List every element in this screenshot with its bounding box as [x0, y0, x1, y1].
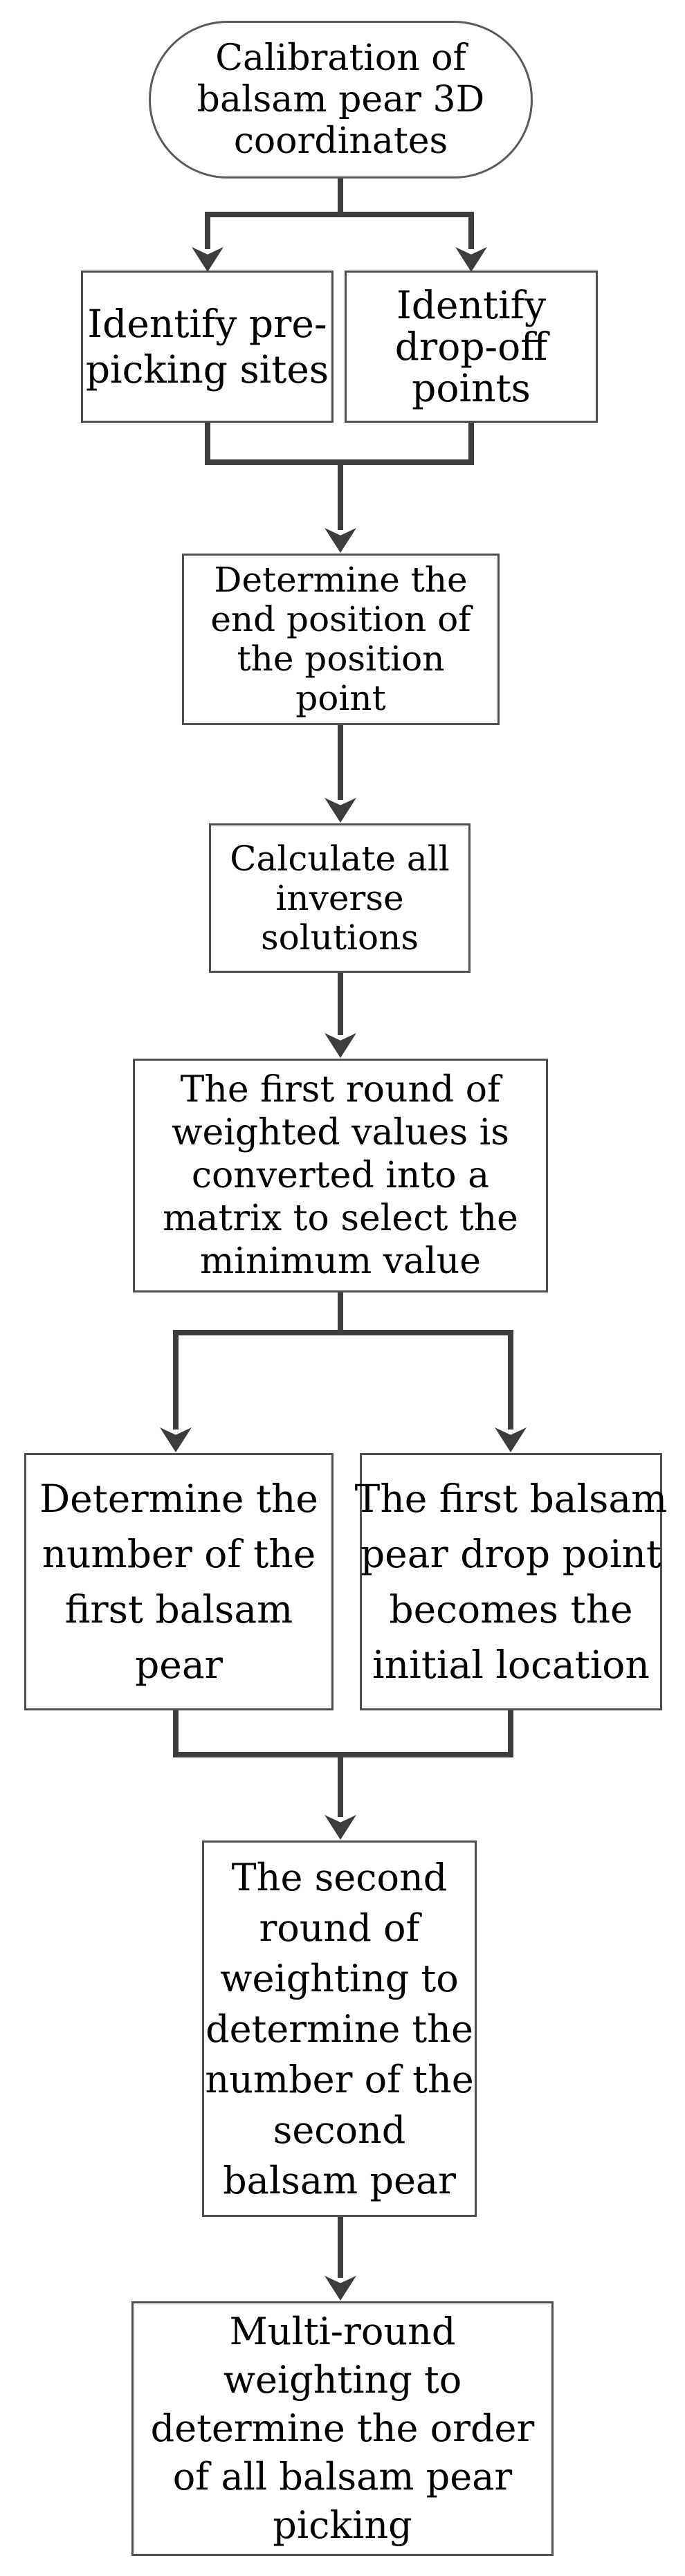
- node-first-round-weighting: The first round of weighted values is co…: [133, 1059, 548, 1292]
- node-multi-round-weighting: Multi-round weighting to determine the o…: [131, 2301, 554, 2556]
- edge-split2-left-shaft: [173, 1335, 179, 1429]
- edge-split1-right-shaft: [468, 217, 474, 249]
- arrowhead-to-dropoff: [455, 247, 487, 272]
- node-identify-prepicking-sites: Identify pre- picking sites: [81, 271, 334, 423]
- edge-split2-center-stub: [338, 1292, 343, 1330]
- edge-inverse-to-firstround: [338, 973, 343, 1035]
- node-first-drop-initial-location: The first balsam pear drop point becomes…: [355, 1453, 667, 1710]
- edge-merge2-center-shaft: [338, 1757, 343, 1817]
- arrowhead-to-first-round: [325, 1033, 356, 1058]
- edge-merge1-right-shaft: [468, 423, 474, 459]
- node-end-position: Determine the end position of the positi…: [182, 554, 500, 725]
- node-calibration-3d-coordinates: Calibration of balsam pear 3D coordinate…: [149, 21, 533, 179]
- edge-split1-horizontal: [205, 212, 474, 217]
- arrowhead-to-second-round: [325, 1815, 356, 1840]
- edge-split1-left-shaft: [205, 217, 210, 249]
- edge-split2-right-shaft: [508, 1335, 513, 1429]
- edge-merge1-center-shaft: [338, 465, 343, 530]
- node-second-round-weighting: The second round of weighting to determi…: [202, 1840, 477, 2217]
- edge-split2-horizontal: [173, 1330, 513, 1335]
- node-identify-dropoff-points: Identify drop-off points: [345, 271, 598, 423]
- edge-calibration-stub: [338, 179, 343, 212]
- arrowhead-to-first-pear-number: [160, 1427, 192, 1452]
- node-first-pear-number: Determine the number of the first balsam…: [24, 1453, 334, 1710]
- arrowhead-to-prepicking: [192, 247, 223, 272]
- edge-endposition-to-inverse: [338, 725, 343, 800]
- edge-merge2-left-shaft: [173, 1710, 179, 1752]
- edge-merge1-horizontal: [205, 459, 474, 465]
- arrowhead-to-multi-round: [325, 2276, 356, 2301]
- arrowhead-to-end-position: [325, 528, 356, 553]
- node-inverse-solutions: Calculate all inverse solutions: [209, 823, 471, 973]
- edge-merge2-horizontal: [173, 1752, 513, 1757]
- edge-secondround-to-multiround: [338, 2217, 343, 2278]
- edge-merge2-right-shaft: [508, 1710, 513, 1752]
- arrowhead-to-first-drop: [495, 1427, 527, 1452]
- arrowhead-to-inverse-solutions: [325, 798, 356, 823]
- edge-merge1-left-shaft: [205, 423, 210, 459]
